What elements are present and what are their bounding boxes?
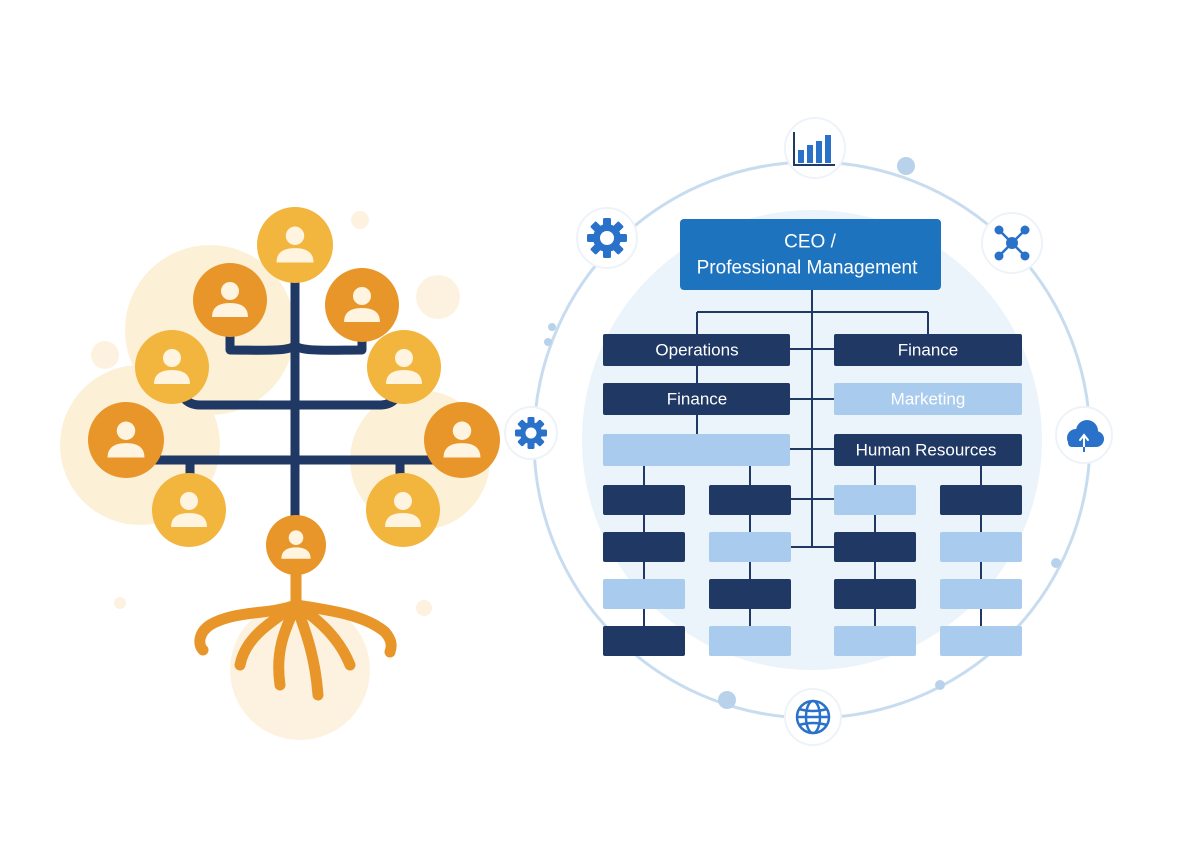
dept-label-marketing: Marketing bbox=[891, 390, 966, 409]
family-member-avatar bbox=[257, 207, 333, 283]
org-grid-box bbox=[603, 626, 685, 656]
org-grid-box bbox=[603, 579, 685, 609]
corporate-structure: CEO / Professional Management Operations… bbox=[504, 117, 1113, 746]
dept-label-finance-left: Finance bbox=[667, 390, 727, 409]
dept-label-operations: Operations bbox=[655, 341, 738, 360]
ceo-label-line1: CEO / bbox=[784, 232, 836, 253]
family-member-avatar bbox=[266, 515, 326, 575]
dept-box-marketing bbox=[834, 383, 1022, 415]
dept-box-unlabeled bbox=[603, 434, 790, 466]
org-grid-box bbox=[709, 485, 791, 515]
org-grid-box bbox=[834, 532, 916, 562]
department-row-1: Operations Finance bbox=[603, 334, 1022, 366]
org-grid-box bbox=[834, 579, 916, 609]
org-grid-box bbox=[834, 485, 916, 515]
cloud-upload-icon bbox=[1055, 406, 1113, 464]
gear-icon bbox=[576, 207, 638, 269]
family-member-avatar bbox=[366, 473, 440, 547]
family-member-avatar bbox=[325, 268, 399, 342]
family-tree bbox=[60, 207, 500, 740]
family-member-avatar bbox=[424, 402, 500, 478]
org-grid-box bbox=[940, 626, 1022, 656]
family-member-avatar bbox=[193, 263, 267, 337]
department-row-2: Finance Marketing bbox=[603, 383, 1022, 415]
org-grid-box bbox=[709, 626, 791, 656]
family-member-avatar bbox=[135, 330, 209, 404]
dept-box-finance-right bbox=[834, 334, 1022, 366]
org-grid-box bbox=[709, 579, 791, 609]
ceo-box: CEO / Professional Management bbox=[680, 219, 941, 290]
dept-label-finance-right: Finance bbox=[898, 341, 958, 360]
org-grid-box bbox=[603, 532, 685, 562]
family-member-avatar bbox=[367, 330, 441, 404]
dept-box-finance-left bbox=[603, 383, 790, 415]
org-grid-box bbox=[834, 626, 916, 656]
tree-people bbox=[88, 207, 500, 575]
ceo-label-line2: Professional Management bbox=[697, 258, 918, 279]
family-member-avatar bbox=[88, 402, 164, 478]
network-icon bbox=[981, 212, 1043, 274]
org-grid-box bbox=[940, 485, 1022, 515]
dept-box-human-resources bbox=[834, 434, 1022, 466]
family-member-avatar bbox=[152, 473, 226, 547]
dept-label-human-resources: Human Resources bbox=[856, 441, 997, 460]
org-grid-box bbox=[940, 579, 1022, 609]
org-grid-box bbox=[709, 532, 791, 562]
org-grid-box bbox=[603, 485, 685, 515]
gear-small-icon bbox=[504, 406, 558, 460]
orbit-dots bbox=[544, 157, 1061, 709]
org-grid bbox=[603, 485, 1022, 656]
department-row-3: Human Resources bbox=[603, 434, 1022, 466]
globe-icon bbox=[784, 688, 842, 746]
org-grid-box bbox=[940, 532, 1022, 562]
tree-roots bbox=[194, 554, 397, 701]
bar-chart-icon bbox=[784, 117, 846, 179]
dept-box-operations bbox=[603, 334, 790, 366]
